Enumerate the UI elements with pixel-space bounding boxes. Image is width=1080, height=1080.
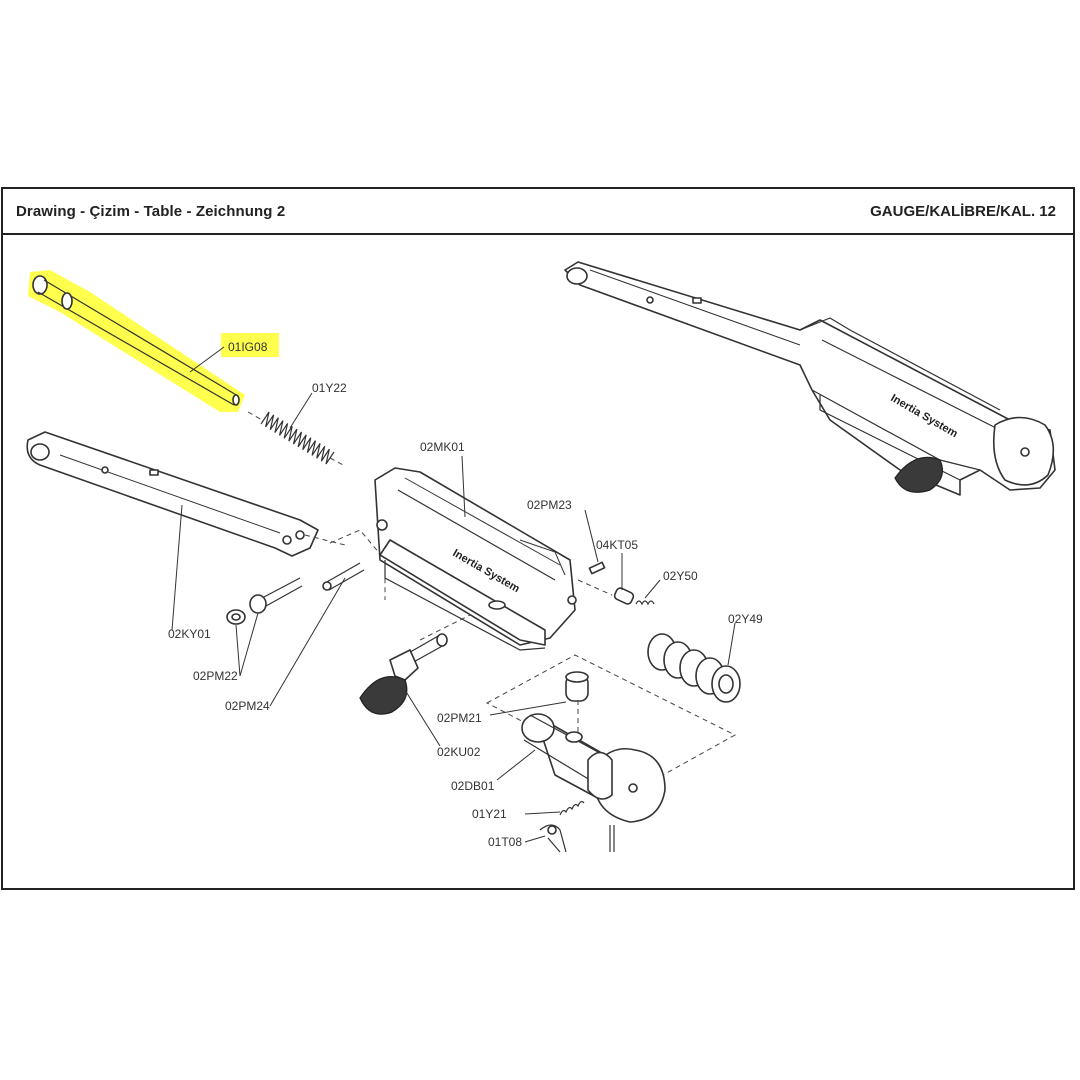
- assembled-charging-handle: [894, 456, 943, 493]
- drawing-header: Drawing - Çizim - Table - Zeichnung 2 GA…: [3, 189, 1073, 235]
- part-04KT05[interactable]: 04KT05: [577, 538, 638, 605]
- label-04KT05: 04KT05: [596, 538, 638, 552]
- label-01Y21: 01Y21: [472, 807, 507, 821]
- label-02KU02: 02KU02: [437, 745, 481, 759]
- label-02DB01: 02DB01: [451, 779, 495, 793]
- part-01Y22[interactable]: 01Y22: [247, 381, 347, 467]
- label-02MK01: 02MK01: [420, 440, 465, 454]
- highlight-label-01IG08: [221, 333, 279, 357]
- pin-head: [249, 594, 267, 614]
- charging-handle-grip: [359, 676, 408, 715]
- action-bar: [26, 431, 319, 557]
- gauge-label: GAUGE/KALİBRE/KAL. 12: [870, 203, 1056, 220]
- drawing-frame: Drawing - Çizim - Table - Zeichnung 2 GA…: [1, 187, 1075, 890]
- rod-head: [32, 275, 48, 295]
- part-01T08[interactable]: 01T08: [488, 824, 567, 853]
- spring-02Y50: [635, 600, 655, 606]
- label-02Y49: 02Y49: [728, 612, 763, 626]
- part-02MK01[interactable]: Inertia System 02MK01: [374, 440, 577, 651]
- part-02DB01[interactable]: 02DB01: [451, 713, 666, 852]
- drawing-title: Drawing - Çizim - Table - Zeichnung 2: [16, 203, 286, 220]
- part-02PM24[interactable]: 02PM24: [225, 562, 365, 713]
- rod-collar: [61, 292, 73, 310]
- part-02KU02[interactable]: 02KU02: [359, 614, 481, 759]
- highlight-01IG08: [28, 270, 245, 412]
- part-02PM23[interactable]: 02PM23: [527, 498, 606, 575]
- label-01Y22: 01Y22: [312, 381, 347, 395]
- bolt-carrier: [374, 467, 576, 646]
- part-02PM21[interactable]: 02PM21: [437, 671, 589, 740]
- label-02PM22: 02PM22: [193, 669, 238, 683]
- part-01IG08[interactable]: 01IG08: [28, 270, 279, 412]
- label-01T08: 01T08: [488, 835, 522, 849]
- spring-01Y21: [559, 800, 585, 816]
- part-02Y50[interactable]: 02Y50: [635, 569, 698, 606]
- part-02Y49[interactable]: 02Y49: [647, 612, 763, 703]
- label-02PM23: 02PM23: [527, 498, 572, 512]
- spring-01Y22: [260, 411, 335, 465]
- part-02PM22[interactable]: 02PM22: [193, 577, 303, 683]
- label-02PM21: 02PM21: [437, 711, 482, 725]
- part-02KY01[interactable]: 02KY01: [26, 431, 319, 641]
- label-02PM24: 02PM24: [225, 699, 270, 713]
- part-01Y21[interactable]: 01Y21: [472, 800, 585, 821]
- assembled-bolt-view: Inertia System: [564, 261, 1056, 496]
- label-02KY01: 02KY01: [168, 627, 211, 641]
- label-02Y50: 02Y50: [663, 569, 698, 583]
- label-01IG08: 01IG08: [228, 340, 268, 354]
